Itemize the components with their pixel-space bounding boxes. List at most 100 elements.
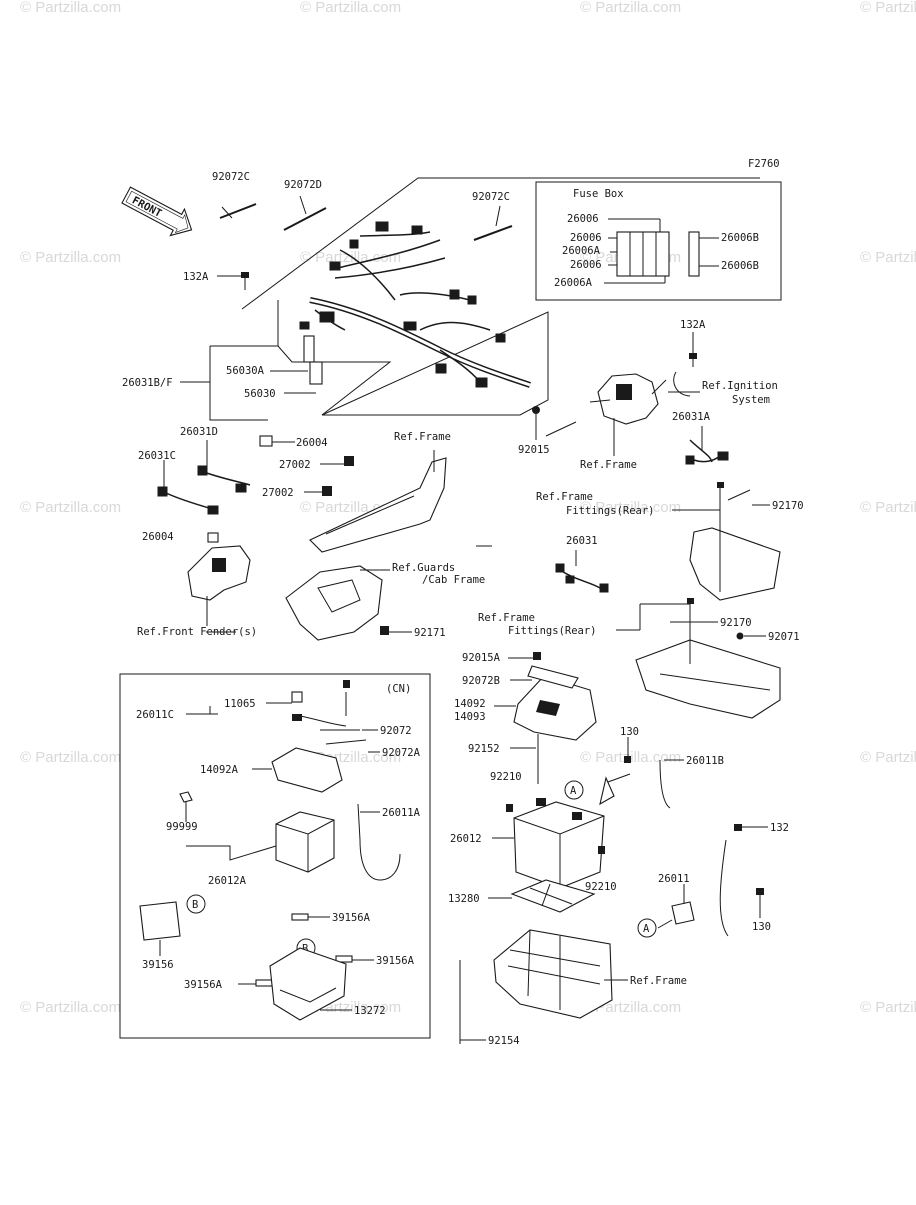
watermark-text: © Partzilla.com bbox=[20, 249, 121, 266]
watermark-text: © Partzilla.com bbox=[300, 249, 401, 266]
battery-holder-14092 bbox=[494, 652, 597, 741]
battery-holder-14092a bbox=[271, 747, 343, 793]
watermark-text: © Partzilla.com bbox=[580, 0, 681, 16]
part-label: Ref.Frame bbox=[478, 612, 535, 624]
callout-a bbox=[637, 918, 657, 938]
fuse-label: 26006B bbox=[721, 232, 759, 244]
part-label: 26031D bbox=[180, 426, 218, 438]
bracket-56030 bbox=[309, 361, 323, 385]
sub-harness-26031d bbox=[197, 440, 251, 493]
label-39156a bbox=[255, 979, 273, 987]
front-arrow-icon: FRONT bbox=[121, 186, 193, 237]
watermark-text: © Partzilla.com bbox=[860, 749, 916, 766]
bolt-icon bbox=[624, 756, 631, 763]
leader-lines bbox=[180, 381, 700, 633]
part-label: Fittings(Rear) bbox=[566, 505, 655, 517]
cn-part-label: 26011A bbox=[382, 807, 421, 819]
cn-part-label: 92072 bbox=[380, 725, 412, 737]
part-label: 92071 bbox=[768, 631, 800, 643]
part-label: 92072B bbox=[462, 675, 500, 687]
part-label: Ref.Frame bbox=[630, 975, 687, 987]
part-label: 132A bbox=[183, 271, 209, 283]
frame-fittings-rear-2 bbox=[616, 598, 781, 719]
part-label: 14093 bbox=[454, 711, 486, 723]
sub-harness-26031a bbox=[685, 426, 729, 465]
fuse-box-detail: Fuse Box 26006 26006 26006A 26006 26006A… bbox=[535, 181, 782, 301]
nut-icon bbox=[532, 406, 540, 414]
fuse-label: 26006 bbox=[570, 232, 602, 244]
battery-pad-13280 bbox=[488, 879, 596, 913]
watermark-text: © Partzilla.com bbox=[860, 0, 916, 16]
bracket-56030a bbox=[303, 335, 315, 363]
part-label: 132 bbox=[770, 822, 789, 834]
part-label: 92015 bbox=[518, 444, 550, 456]
part-label: 26004 bbox=[296, 437, 328, 449]
watermark-text: © Partzilla.com bbox=[860, 499, 916, 516]
part-label: 26012 bbox=[450, 833, 482, 845]
part-label: System bbox=[732, 394, 770, 406]
part-label: 26011 bbox=[658, 873, 690, 885]
part-label: 27002 bbox=[262, 487, 294, 499]
part-label: 92072C bbox=[472, 191, 510, 203]
clip-27002 bbox=[344, 456, 354, 466]
part-label: 92210 bbox=[490, 771, 522, 783]
label-99999 bbox=[179, 791, 193, 803]
cn-part-label: 39156 bbox=[142, 959, 174, 971]
cn-part-label: 26011C bbox=[136, 709, 174, 721]
cn-part-label: 39156A bbox=[184, 979, 223, 991]
sub-harness-26031 bbox=[555, 550, 609, 593]
cn-part-label: 14092A bbox=[200, 764, 239, 776]
callout-a-label: A bbox=[643, 923, 650, 935]
clip-26004 bbox=[259, 435, 273, 447]
part-label: 14092 bbox=[454, 698, 486, 710]
cn-variant-box: (CN) B B bbox=[119, 673, 431, 1039]
cn-part-label: 39156A bbox=[376, 955, 415, 967]
part-label: Ref.Frame bbox=[580, 459, 637, 471]
part-label: 26031A bbox=[672, 411, 711, 423]
cn-part-label: 11065 bbox=[224, 698, 256, 710]
battery-26012 bbox=[492, 798, 605, 889]
part-label: 92170 bbox=[720, 617, 752, 629]
part-label: Ref.Frame bbox=[536, 491, 593, 503]
part-label: 13280 bbox=[448, 893, 480, 905]
part-label: 92154 bbox=[488, 1035, 520, 1047]
callout-b bbox=[186, 894, 206, 914]
watermark-text: © Partzilla.com bbox=[580, 499, 681, 516]
part-label: 26004 bbox=[142, 531, 174, 543]
part-label: 132A bbox=[680, 319, 706, 331]
part-label: 26031 bbox=[566, 535, 598, 547]
callout-a bbox=[564, 780, 584, 800]
part-label: 26031B/F bbox=[122, 377, 173, 389]
clip-11065 bbox=[291, 691, 303, 703]
part-label: Ref.Front Fender(s) bbox=[137, 626, 257, 638]
part-label: Ref.Ignition bbox=[702, 380, 778, 392]
part-label: 92171 bbox=[414, 627, 446, 639]
watermark-text: © Partzilla.com bbox=[860, 999, 916, 1016]
part-label: 27002 bbox=[279, 459, 311, 471]
part-label: /Cab Frame bbox=[422, 574, 485, 586]
cn-part-label: 92072A bbox=[382, 747, 421, 759]
cn-part-label: 13272 bbox=[354, 1005, 386, 1017]
clip-26004 bbox=[207, 532, 219, 543]
part-label: 92152 bbox=[468, 743, 500, 755]
frame-fittings-rear-1 bbox=[672, 482, 781, 601]
callout-b-label: B bbox=[192, 899, 198, 911]
part-labels: 92072C 92072D 92072C 132A 56030A 26031B/… bbox=[122, 171, 804, 1047]
battery-tray-ref-frame bbox=[493, 929, 628, 1019]
part-label: Fittings(Rear) bbox=[508, 625, 597, 637]
callout-b-label: B bbox=[302, 943, 308, 955]
ref-front-fender bbox=[187, 545, 251, 626]
harness-outline bbox=[241, 177, 760, 310]
watermark-text: © Partzilla.com bbox=[20, 749, 121, 766]
watermark-text: © Partzilla.com bbox=[860, 249, 916, 266]
cn-part-label: 26012A bbox=[208, 875, 247, 887]
cable-26011 bbox=[657, 824, 768, 937]
part-label: 56030 bbox=[244, 388, 276, 400]
fuse-label: 26006A bbox=[554, 277, 593, 289]
part-label: 92015A bbox=[462, 652, 501, 664]
part-label: Ref.Frame bbox=[394, 431, 451, 443]
part-label: Ref.Guards bbox=[392, 562, 455, 574]
watermark-text: © Partzilla.com bbox=[20, 499, 121, 516]
fuse-box-title: Fuse Box bbox=[573, 188, 624, 200]
